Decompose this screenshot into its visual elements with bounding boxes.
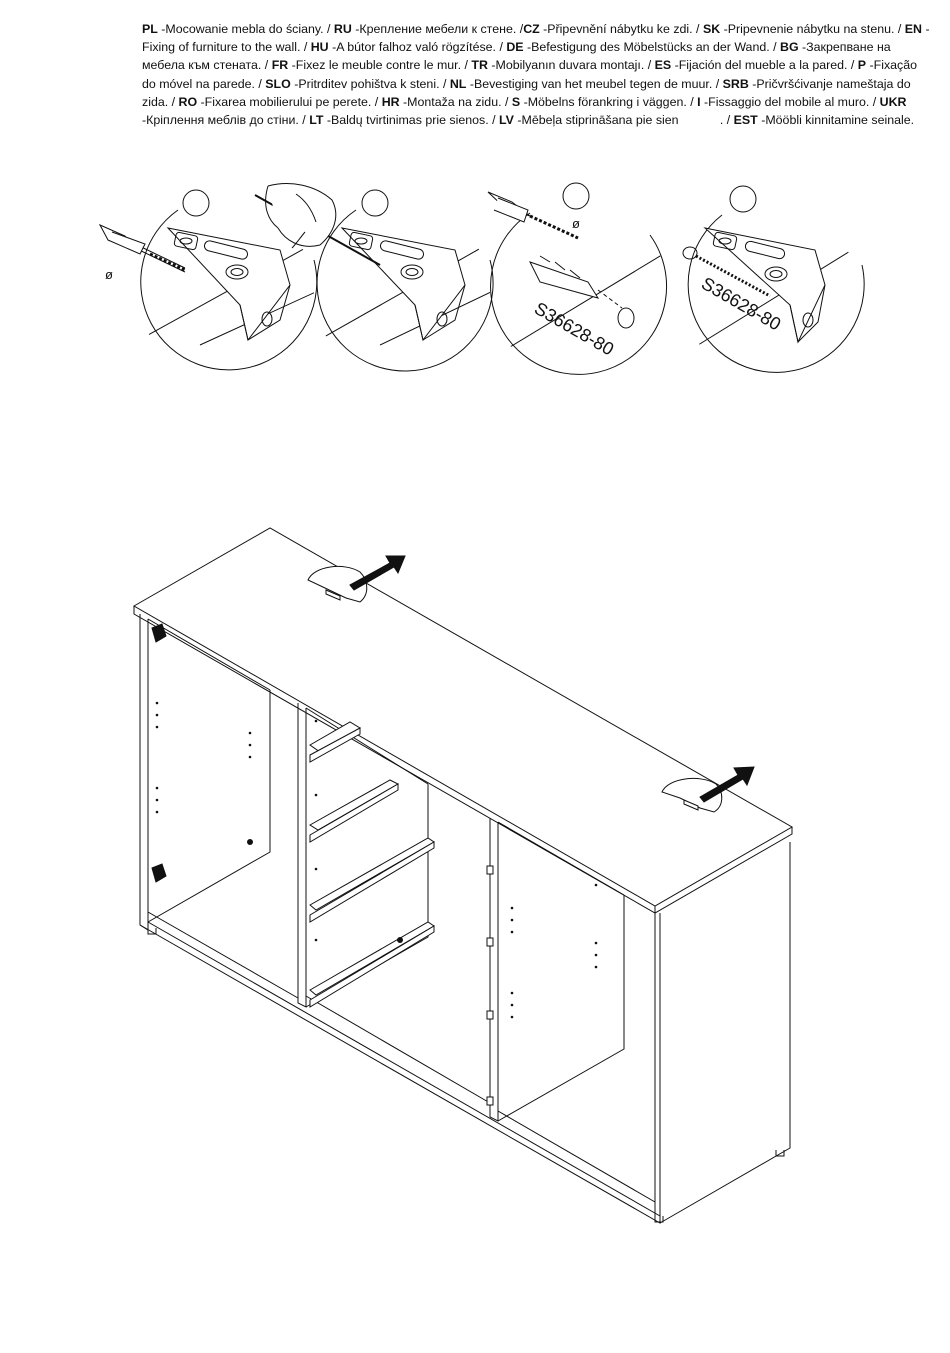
- lang-code: SLO: [265, 76, 291, 91]
- lang-instruction: -Montaža na zidu. /: [399, 94, 512, 109]
- lang-instruction: -Bevestiging van het meubel tegen de muu…: [466, 76, 723, 91]
- lang-code: ES: [654, 58, 672, 73]
- lang-instruction: -A bútor falhoz való rögzítése. /: [328, 40, 507, 55]
- lang-instruction: -Pritrditev pohištva k steni. /: [290, 76, 450, 91]
- lang-code: P: [857, 58, 867, 73]
- lang-code: HR: [381, 94, 400, 109]
- step-2-detail: [254, 183, 494, 372]
- lang-instruction: -Mobilyanın duvara montajı. /: [487, 58, 655, 73]
- lang-instruction: -Fixing of furniture to the wall. /: [142, 22, 930, 55]
- lang-instruction: -Mēbeļa stiprināšana pie sien . /: [513, 113, 734, 128]
- lang-instruction: -Fixarea mobilierului pe perete. /: [197, 94, 382, 109]
- lang-instruction: -Möbelns förankring i väggen. /: [520, 94, 698, 109]
- step-2-badge: [361, 189, 389, 217]
- lang-instruction: -Připevnění nábytku ke zdi. /: [539, 22, 703, 36]
- lang-instruction: -Pripevnenie nábytku na stenu. /: [720, 22, 905, 36]
- instruction-text: PL -Mocowanie mebla do ściany. / RU -Кре…: [142, 20, 932, 129]
- shelf-pin-holes: [155, 701, 598, 1019]
- lang-code: BG: [780, 40, 799, 55]
- lang-instruction: -Baldų tvirtinimas prie sienos. /: [323, 113, 500, 128]
- step-3-detail: ø S36628-80: [487, 182, 668, 375]
- lang-code: RO: [178, 94, 198, 109]
- lang-code: S: [511, 94, 521, 109]
- lang-code: EST: [733, 113, 758, 128]
- lang-code: DE: [506, 40, 524, 55]
- lang-code: PL: [142, 22, 158, 36]
- lang-code: TR: [471, 58, 488, 73]
- lang-code: LV: [499, 113, 514, 128]
- step-3-badge: [562, 182, 590, 210]
- drill-symbol-1: ø: [105, 267, 113, 282]
- lang-instruction: -Закрепване на мебела към стената. /: [142, 40, 895, 73]
- lang-code: UKR: [879, 94, 907, 109]
- lang-instruction: -Fixez le meuble contre le mur. /: [288, 58, 472, 73]
- lang-instruction: -Крепление мебели к стене. /: [351, 22, 524, 36]
- step-1-badge: [182, 189, 210, 217]
- lang-code: SRB: [722, 76, 749, 91]
- lang-instruction: -Fijación del mueble a la pared. /: [671, 58, 858, 73]
- step-1-detail: ø: [98, 189, 318, 371]
- lang-code: HU: [310, 40, 329, 55]
- lang-instruction: -Mocowanie mebla do ściany. /: [157, 22, 334, 36]
- lang-code: NL: [449, 76, 467, 91]
- lang-code: CZ: [523, 22, 540, 36]
- lang-code: FR: [271, 58, 289, 73]
- drill-symbol-2: ø: [572, 216, 580, 231]
- lang-instruction: -Mööbli kinnitamine seinale.: [757, 113, 915, 128]
- lang-code: SK: [702, 22, 721, 36]
- lang-instruction: -Кріплення меблів до стіни. /: [142, 94, 910, 128]
- lang-code: LT: [309, 113, 324, 128]
- step-4-badge: [729, 185, 757, 213]
- lang-code: I: [697, 94, 701, 109]
- lang-code: EN: [904, 22, 922, 36]
- step-4-detail: S36628-80: [682, 185, 865, 373]
- lang-code: RU: [333, 22, 352, 36]
- lang-instruction: -Pričvršćivanje nameštaja do zida. /: [142, 76, 915, 109]
- part-code-1: S36628-80: [531, 298, 617, 359]
- lang-instruction: -Befestigung des Möbelstücks an der Wand…: [523, 40, 780, 55]
- lang-instruction: -Fissaggio del mobile al muro. /: [700, 94, 880, 109]
- cabinet-drawing: [132, 527, 794, 1224]
- lang-instruction: -Fixação do móvel na parede. /: [142, 58, 921, 91]
